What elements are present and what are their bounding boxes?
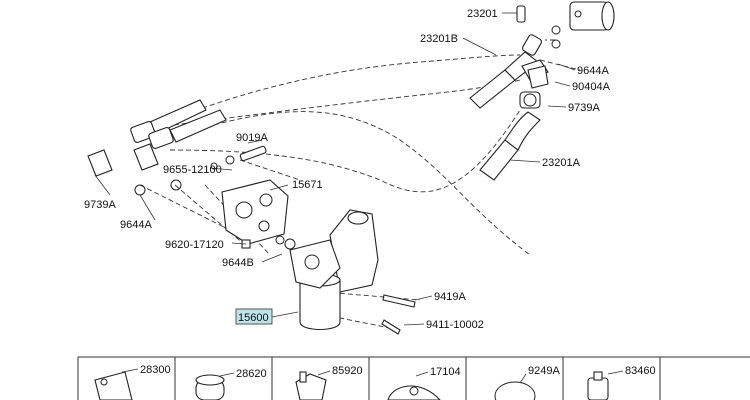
- label-9739a-right[interactable]: 9739A: [568, 102, 600, 114]
- label-9644b[interactable]: 9644B: [222, 257, 254, 269]
- fuel-filter-assembly: [275, 209, 416, 335]
- label-9411-10002[interactable]: 9411-10002: [426, 319, 484, 331]
- part-labels: 23201 23201B 9644A 90404A 9739A 23201A 9…: [84, 8, 611, 331]
- label-9739a-left[interactable]: 9739A: [84, 199, 116, 211]
- related-part-cell-9249a[interactable]: 9249A: [494, 365, 560, 400]
- hose-23201a: [479, 65, 549, 181]
- label-23201[interactable]: 23201: [467, 8, 498, 20]
- label-9019a[interactable]: 9019A: [236, 132, 268, 144]
- label-9419a[interactable]: 9419A: [434, 291, 466, 303]
- related-part-label: 9249A: [528, 365, 560, 377]
- label-15671[interactable]: 15671: [292, 179, 323, 191]
- related-part-cell-17104[interactable]: 17104: [387, 366, 461, 400]
- related-part-label: 28300: [140, 364, 171, 376]
- label-15600-highlight: [235, 308, 273, 325]
- label-90404a[interactable]: 90404A: [572, 81, 611, 93]
- related-part-label: 85920: [332, 365, 363, 377]
- related-part-label: 28620: [236, 368, 267, 380]
- label-9644a-left[interactable]: 9644A: [120, 219, 152, 231]
- label-9620-17120[interactable]: 9620-17120: [165, 239, 224, 251]
- related-part-label: 17104: [430, 366, 461, 378]
- label-23201b[interactable]: 23201B: [420, 33, 458, 45]
- leader-lines: [94, 12, 576, 326]
- related-part-cell-28300[interactable]: 28300: [94, 364, 171, 400]
- related-parts-row: 28300 28620 85920 17104 9249A: [77, 356, 750, 400]
- related-part-cell-85920[interactable]: 85920: [295, 365, 363, 400]
- related-part-cell-83460[interactable]: 83460: [587, 365, 656, 400]
- label-9655-12100[interactable]: 9655-12100: [163, 164, 222, 176]
- label-23201a[interactable]: 23201A: [542, 157, 581, 169]
- left-hoses: [87, 99, 267, 196]
- filter-head-bracket: [221, 179, 289, 249]
- related-part-cell-28620[interactable]: 28620: [195, 368, 267, 400]
- label-9644a-right[interactable]: 9644A: [577, 65, 609, 77]
- hose-23201b: [469, 25, 561, 109]
- top-right-fitting: [516, 1, 615, 31]
- related-part-label: 83460: [625, 365, 656, 377]
- label-15600[interactable]: 15600: [238, 312, 269, 324]
